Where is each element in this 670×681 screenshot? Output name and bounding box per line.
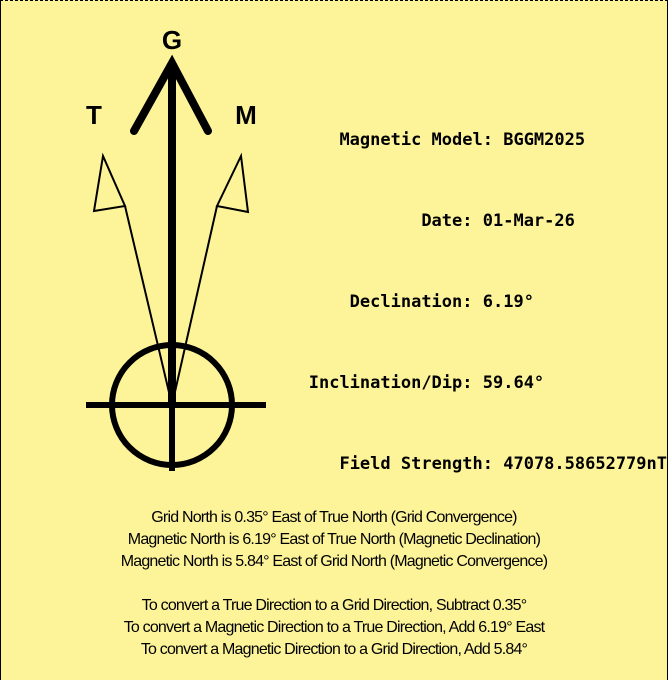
magnetic-north-arrowhead [215, 152, 250, 214]
magnetic-north-shaft [171, 205, 218, 406]
grid-north-label: G [162, 25, 182, 55]
date-row: Date: 01-Mar-26 [309, 208, 667, 235]
declination-value: 6.19° [482, 292, 534, 312]
magnetic-info-block: Magnetic Model: BGGM2025 Date: 01-Mar-26… [309, 73, 667, 532]
true-north-arrowhead [92, 152, 127, 213]
field-strength-row: Field Strength: 47078.58652779nT [309, 451, 667, 478]
true-north-label: T [86, 100, 102, 130]
grid-north-arrowhead [130, 54, 212, 135]
magnetic-model-value: BGGM2025 [503, 130, 586, 150]
inclination-label: Inclination/Dip: [308, 373, 473, 393]
field-strength-label: Field Strength: [339, 454, 493, 474]
note-magnetic-to-true: To convert a Magnetic Direction to a Tru… [123, 619, 545, 636]
magnetic-north-label: M [235, 100, 257, 130]
note-magnetic-declination: Magnetic North is 6.19° East of True Nor… [127, 531, 541, 548]
field-strength-value: 47078.58652779nT [503, 454, 667, 474]
true-north-shaft [124, 205, 173, 406]
inclination-value: 59.64° [482, 373, 545, 393]
declination-label: Declination: [349, 292, 473, 312]
date-value: 01-Mar-26 [482, 211, 575, 231]
magnetic-model-row: Magnetic Model: BGGM2025 [309, 127, 667, 154]
date-label: Date: [421, 211, 473, 231]
note-magnetic-convergence: Magnetic North is 5.84° East of Grid Nor… [120, 553, 548, 570]
note-grid-convergence: Grid North is 0.35° East of True North (… [151, 509, 517, 526]
declination-row: Declination: 6.19° [309, 289, 667, 316]
notes-spacer [1, 573, 667, 595]
magnetic-model-label: Magnetic Model: [339, 130, 493, 150]
note-magnetic-to-grid: To convert a Magnetic Direction to a Gri… [140, 641, 528, 658]
inclination-row: Inclination/Dip: 59.64° [309, 370, 667, 397]
convergence-notes: Grid North is 0.35° East of True North (… [1, 507, 667, 661]
note-true-to-grid: To convert a True Direction to a Grid Di… [141, 597, 527, 614]
north-arrows-diagram: G T M [86, 25, 266, 471]
